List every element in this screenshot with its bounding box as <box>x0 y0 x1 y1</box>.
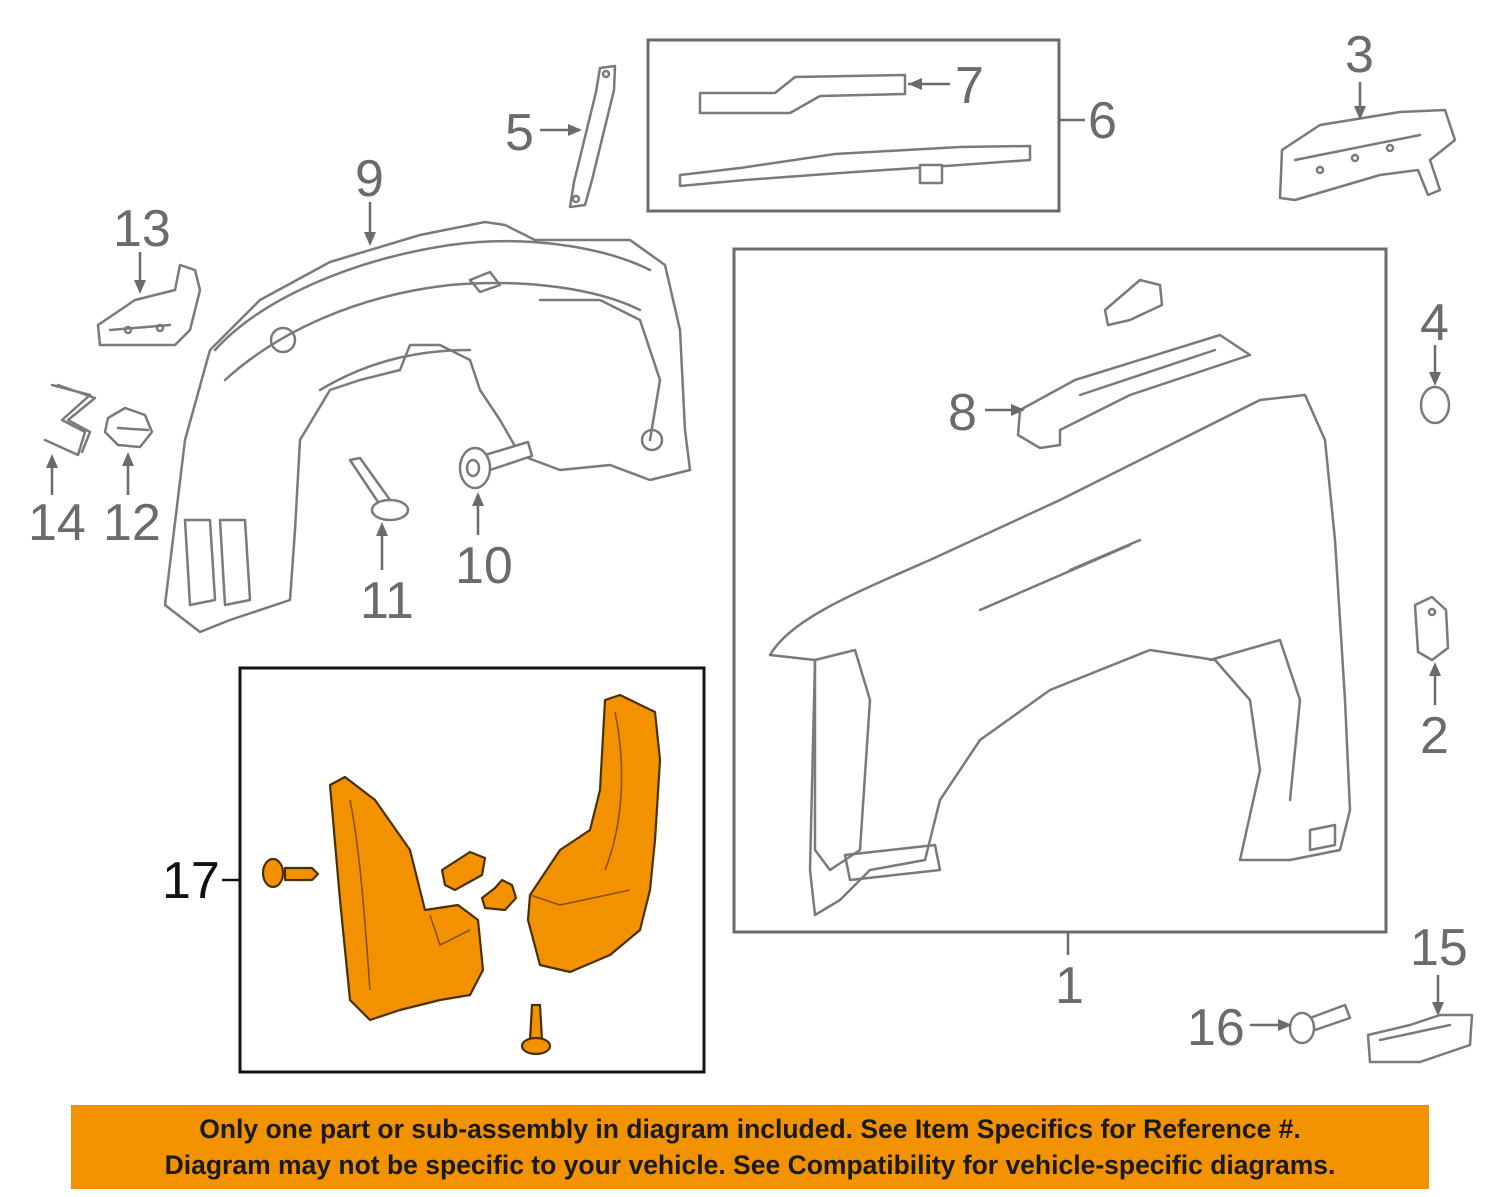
arrow-13 <box>134 280 146 294</box>
part-5-strap <box>568 64 617 209</box>
arrow-10 <box>472 492 484 506</box>
part-12-nut <box>103 406 154 449</box>
callout-11: 11 <box>360 572 414 630</box>
arrow-11 <box>376 522 388 536</box>
callout-7: 7 <box>955 57 984 115</box>
part-17-clip-bracket <box>440 850 518 912</box>
arrow-2 <box>1429 662 1441 676</box>
part-17-mud-flap-left <box>328 775 485 1022</box>
part-17-screw-bottom <box>520 1003 552 1056</box>
disclaimer-line-1: Only one part or sub-assembly in diagram… <box>199 1114 1301 1144</box>
callout-13: 13 <box>113 200 171 258</box>
arrow-3 <box>1354 106 1366 120</box>
part-1-fender <box>768 393 1352 917</box>
arrow-5 <box>568 124 582 136</box>
part-17-screw-left <box>261 857 320 889</box>
callout-17: 17 <box>162 852 220 910</box>
callout-3: 3 <box>1345 26 1374 84</box>
part-17-mud-flap-right <box>526 693 662 974</box>
callout-1: 1 <box>1055 957 1084 1015</box>
callout-12: 12 <box>103 494 161 552</box>
part-9-wheelhouse-liner <box>163 220 692 634</box>
part-17-group-box <box>238 666 706 1074</box>
exploded-parts-diagram: 7 6 5 3 9 13 <box>28 26 1474 1074</box>
arrow-7 <box>908 78 922 90</box>
part-6-rail <box>678 144 1032 188</box>
callout-15: 15 <box>1410 919 1468 977</box>
arrow-9 <box>364 232 376 246</box>
disclaimer-banner: Only one part or sub-assembly in diagram… <box>71 1105 1429 1189</box>
callout-9: 9 <box>355 150 384 208</box>
callout-8: 8 <box>948 384 977 442</box>
part-6-group-box <box>646 38 1061 213</box>
part-10-bolt <box>458 440 534 490</box>
arrow-12 <box>122 452 134 466</box>
callout-14: 14 <box>28 494 86 552</box>
arrow-8 <box>1011 404 1025 416</box>
part-11-push-pin <box>348 456 410 522</box>
callout-10: 10 <box>455 537 513 595</box>
callout-4: 4 <box>1420 294 1449 352</box>
part-14-clip <box>43 383 97 457</box>
callout-5: 5 <box>505 104 534 162</box>
arrow-15 <box>1432 1002 1444 1016</box>
part-4-plug <box>1419 385 1451 425</box>
part-13-bracket <box>96 263 202 347</box>
part-1-group-box <box>732 247 1388 934</box>
arrow-16 <box>1278 1019 1292 1031</box>
part-15-extension <box>1366 1013 1474 1064</box>
part-7-bracket <box>698 73 907 115</box>
callout-16: 16 <box>1187 999 1245 1057</box>
callout-2: 2 <box>1420 707 1449 765</box>
part-3-bracket <box>1278 108 1457 202</box>
part-16-bolt <box>1288 1003 1352 1045</box>
part-2-bracket <box>1413 595 1450 662</box>
arrow-4 <box>1429 372 1441 386</box>
callout-6: 6 <box>1088 92 1117 150</box>
disclaimer-line-2: Diagram may not be specific to your vehi… <box>164 1150 1336 1180</box>
arrow-14 <box>46 454 58 468</box>
part-8-bracket <box>1016 278 1252 450</box>
